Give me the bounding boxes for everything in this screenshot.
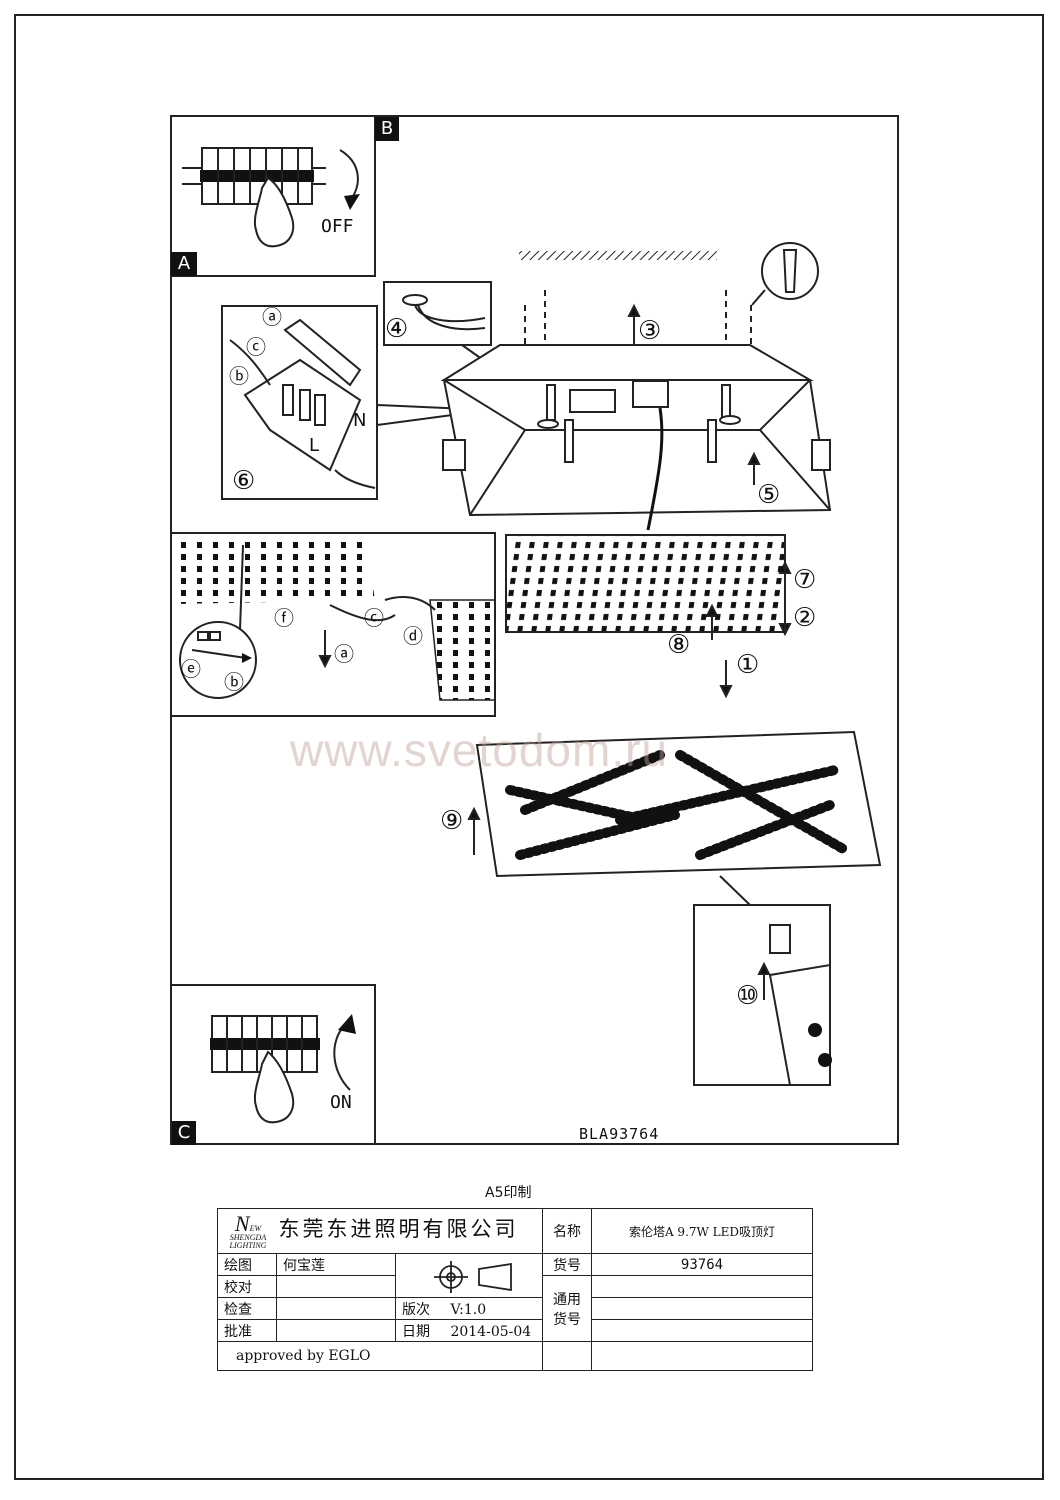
approve-value [276,1319,396,1342]
substep-e: ⓔ [181,657,201,681]
step-5: ⑤ [757,480,781,510]
version-label: 版次 [402,1301,430,1318]
general-value-3 [591,1319,813,1342]
led-wiring-detail [170,532,496,717]
general-value-1 [591,1275,813,1298]
substep-c: ⓒ [364,606,384,630]
projection-cell [395,1253,543,1298]
approved-by: approved by EGLO [217,1341,543,1371]
item-label: 货号 [542,1253,592,1276]
step-7: ⑦ [793,565,817,595]
ceiling-hatch [519,251,717,260]
substep-b-terminal: ⓑ [229,364,249,388]
wall-plug-detail [751,242,819,306]
step-10: ⑩ [736,981,760,1011]
check-value [276,1275,396,1298]
led-panel [505,534,786,633]
substep-b: ⓑ [224,670,244,694]
crystal-cover [475,730,882,906]
step-6: ⑥ [232,466,256,496]
step-2: ② [793,603,817,633]
substep-f: ⓕ [274,606,294,630]
print-note: A5印制 [485,1185,532,1201]
step-4: ④ [385,314,409,344]
version-cell: 版次 V:1.0 [395,1297,543,1320]
panel-c-tag: C [172,1121,196,1145]
general-label: 通用货号 [542,1275,592,1342]
drawn-value: 何宝莲 [276,1253,396,1276]
check-label: 校对 [217,1275,277,1298]
terminal-l-label: L [309,435,320,456]
inspect-value [276,1297,396,1320]
inspect-label: 检查 [217,1297,277,1320]
company-logo: NEW SHENGDA LIGHTING [229,1210,267,1250]
bracket-detail [693,904,832,1086]
ceiling-base [440,344,832,517]
company-name: 东莞东进照明有限公司 [278,1216,519,1241]
terminal-n-label: N [353,410,367,431]
terminal-block-detail [221,305,491,500]
switch-on-label: ON [330,1092,352,1113]
title-block: NEW SHENGDA LIGHTING 东莞东进照明有限公司 名称 索伦塔A … [217,1208,813,1371]
version-value: V:1.0 [450,1301,487,1318]
company-cell: NEW SHENGDA LIGHTING 东莞东进照明有限公司 [217,1208,543,1254]
panel-b-tag: B [375,117,399,141]
substep-a-terminal: ⓐ [262,305,282,329]
model-code: BLA93764 [579,1125,660,1143]
item-value: 93764 [591,1253,813,1276]
substep-a: ⓐ [334,642,354,666]
step-1: ① [736,650,760,680]
date-label: 日期 [402,1323,430,1340]
name-label: 名称 [542,1208,592,1254]
step-3: ③ [638,316,662,346]
watermark: www.svetodom.ru [290,724,669,776]
date-cell: 日期 2014-05-04 [395,1319,543,1342]
blank-cell-2 [591,1341,813,1371]
blank-cell-1 [542,1341,592,1371]
panel-a-tag: A [172,252,196,276]
page-border [14,14,1044,1480]
date-value: 2014-05-04 [450,1323,532,1340]
switch-off-label: OFF [321,216,354,237]
approve-label: 批准 [217,1319,277,1342]
drawn-label: 绘图 [217,1253,277,1276]
name-value: 索伦塔A 9.7W LED吸顶灯 [591,1208,813,1254]
step-8: ⑧ [667,630,691,660]
cable [646,407,664,531]
switch-on-panel [170,984,376,1145]
substep-d: ⓓ [403,624,423,648]
switch-off-panel [170,115,376,277]
step-9: ⑨ [440,806,464,836]
substep-c-terminal: ⓒ [246,335,266,359]
general-value-2 [591,1297,813,1320]
